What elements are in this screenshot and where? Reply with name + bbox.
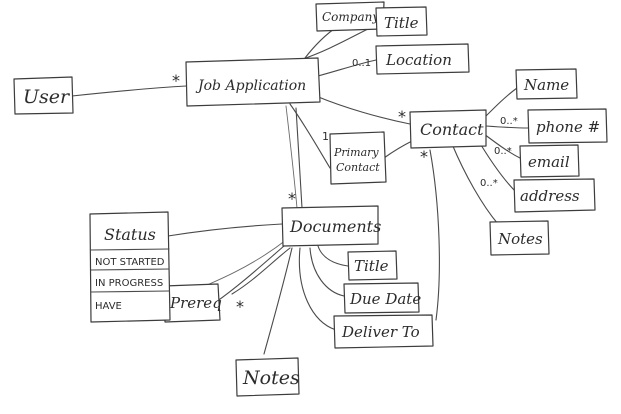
entity-phone: phone # [527, 108, 608, 144]
edge-job-primary [289, 103, 331, 169]
status-header: Status [104, 225, 156, 244]
edge-docs-title [317, 245, 349, 267]
edge-contact-notes [451, 143, 499, 225]
entity-doc-title: Title [347, 250, 398, 281]
mult-prereq-documents: * [236, 297, 244, 316]
mult-job-documents: * [288, 189, 296, 208]
edge-contact-email [483, 133, 521, 159]
edge-status-documents [167, 223, 283, 237]
edge-docs-duedate [309, 247, 345, 297]
entity-doc-notes-label: Notes [242, 367, 300, 389]
entity-documents: Documents [281, 205, 381, 247]
edge-job-documents-2 [285, 105, 298, 209]
multiplicity-marks: * 0..1 1 * * 0..* 0..* 0..* * * [172, 58, 518, 316]
entity-location-label: Location [385, 51, 452, 69]
mult-contact-address: 0..* [480, 178, 498, 189]
status-table: Status NOT STARTED IN PROGRESS HAVE [89, 211, 171, 323]
mult-contact-deliver: * [420, 147, 428, 166]
edge-primary-contact [383, 139, 415, 159]
edge-contact-name [483, 87, 518, 119]
entity-email: email [519, 144, 580, 178]
edge-prereq-documents-2 [231, 247, 291, 295]
entity-user: User [13, 76, 74, 115]
edge-docs-notes [263, 247, 293, 355]
entity-doc-title-label: Title [354, 257, 389, 275]
entity-due-date-label: Due Date [349, 290, 421, 308]
entity-title-label: Title [384, 14, 419, 32]
edge-user-job [71, 85, 187, 97]
entity-doc-notes: Notes [235, 357, 300, 397]
entity-name: Name [515, 68, 578, 100]
entity-contact-notes: Notes [489, 220, 550, 256]
entity-deliver-to: Deliver To [333, 314, 434, 349]
entity-contact-label: Contact [420, 120, 484, 139]
entity-prereq-label: Prereq [169, 294, 222, 312]
mult-user-job: * [172, 71, 180, 90]
entity-user-label: User [23, 86, 71, 108]
mult-contact-phone: 0..* [500, 116, 518, 127]
entity-company-label: Company [322, 10, 379, 24]
entity-due-date: Due Date [343, 282, 421, 314]
status-value: NOT STARTED [95, 257, 165, 268]
entity-location: Location [375, 43, 470, 75]
entity-primary-contact-line2: Contact [336, 161, 380, 174]
edge-job-location [317, 59, 377, 77]
entity-deliver-to-label: Deliver To [341, 323, 420, 341]
entity-job-application-label: Job Application [195, 78, 306, 94]
mult-job-location: 0..1 [352, 58, 371, 69]
edge-job-contact [315, 95, 411, 125]
entity-primary-contact-line1: Primary [333, 146, 379, 159]
mult-job-primary: 1 [322, 130, 329, 143]
entity-contact: Contact [409, 109, 487, 149]
entity-contact-notes-label: Notes [497, 230, 543, 248]
edge-prereq-documents [215, 245, 285, 303]
entity-title: Title [375, 6, 428, 37]
entity-email-label: email [528, 153, 570, 171]
mult-job-contact: * [398, 107, 406, 126]
status-value: HAVE [95, 301, 122, 312]
entity-address-label: address [520, 187, 580, 205]
edge-job-documents [295, 107, 303, 209]
edge-contact-phone [485, 125, 529, 129]
entity-phone-label: phone # [536, 118, 600, 136]
status-value: IN PROGRESS [95, 278, 163, 289]
mult-contact-email: 0..* [494, 146, 512, 157]
entity-job-application: Job Application [185, 57, 321, 107]
edge-docs-deliver [298, 247, 337, 331]
entity-prereq: Prereq [163, 283, 222, 323]
entity-company: Company [315, 1, 385, 32]
entity-address: address [513, 178, 596, 213]
entity-name-label: Name [523, 76, 569, 94]
entity-primary-contact: Primary Contact [329, 131, 387, 185]
entity-documents-label: Documents [289, 217, 381, 236]
edge-contact-deliver [429, 149, 440, 321]
